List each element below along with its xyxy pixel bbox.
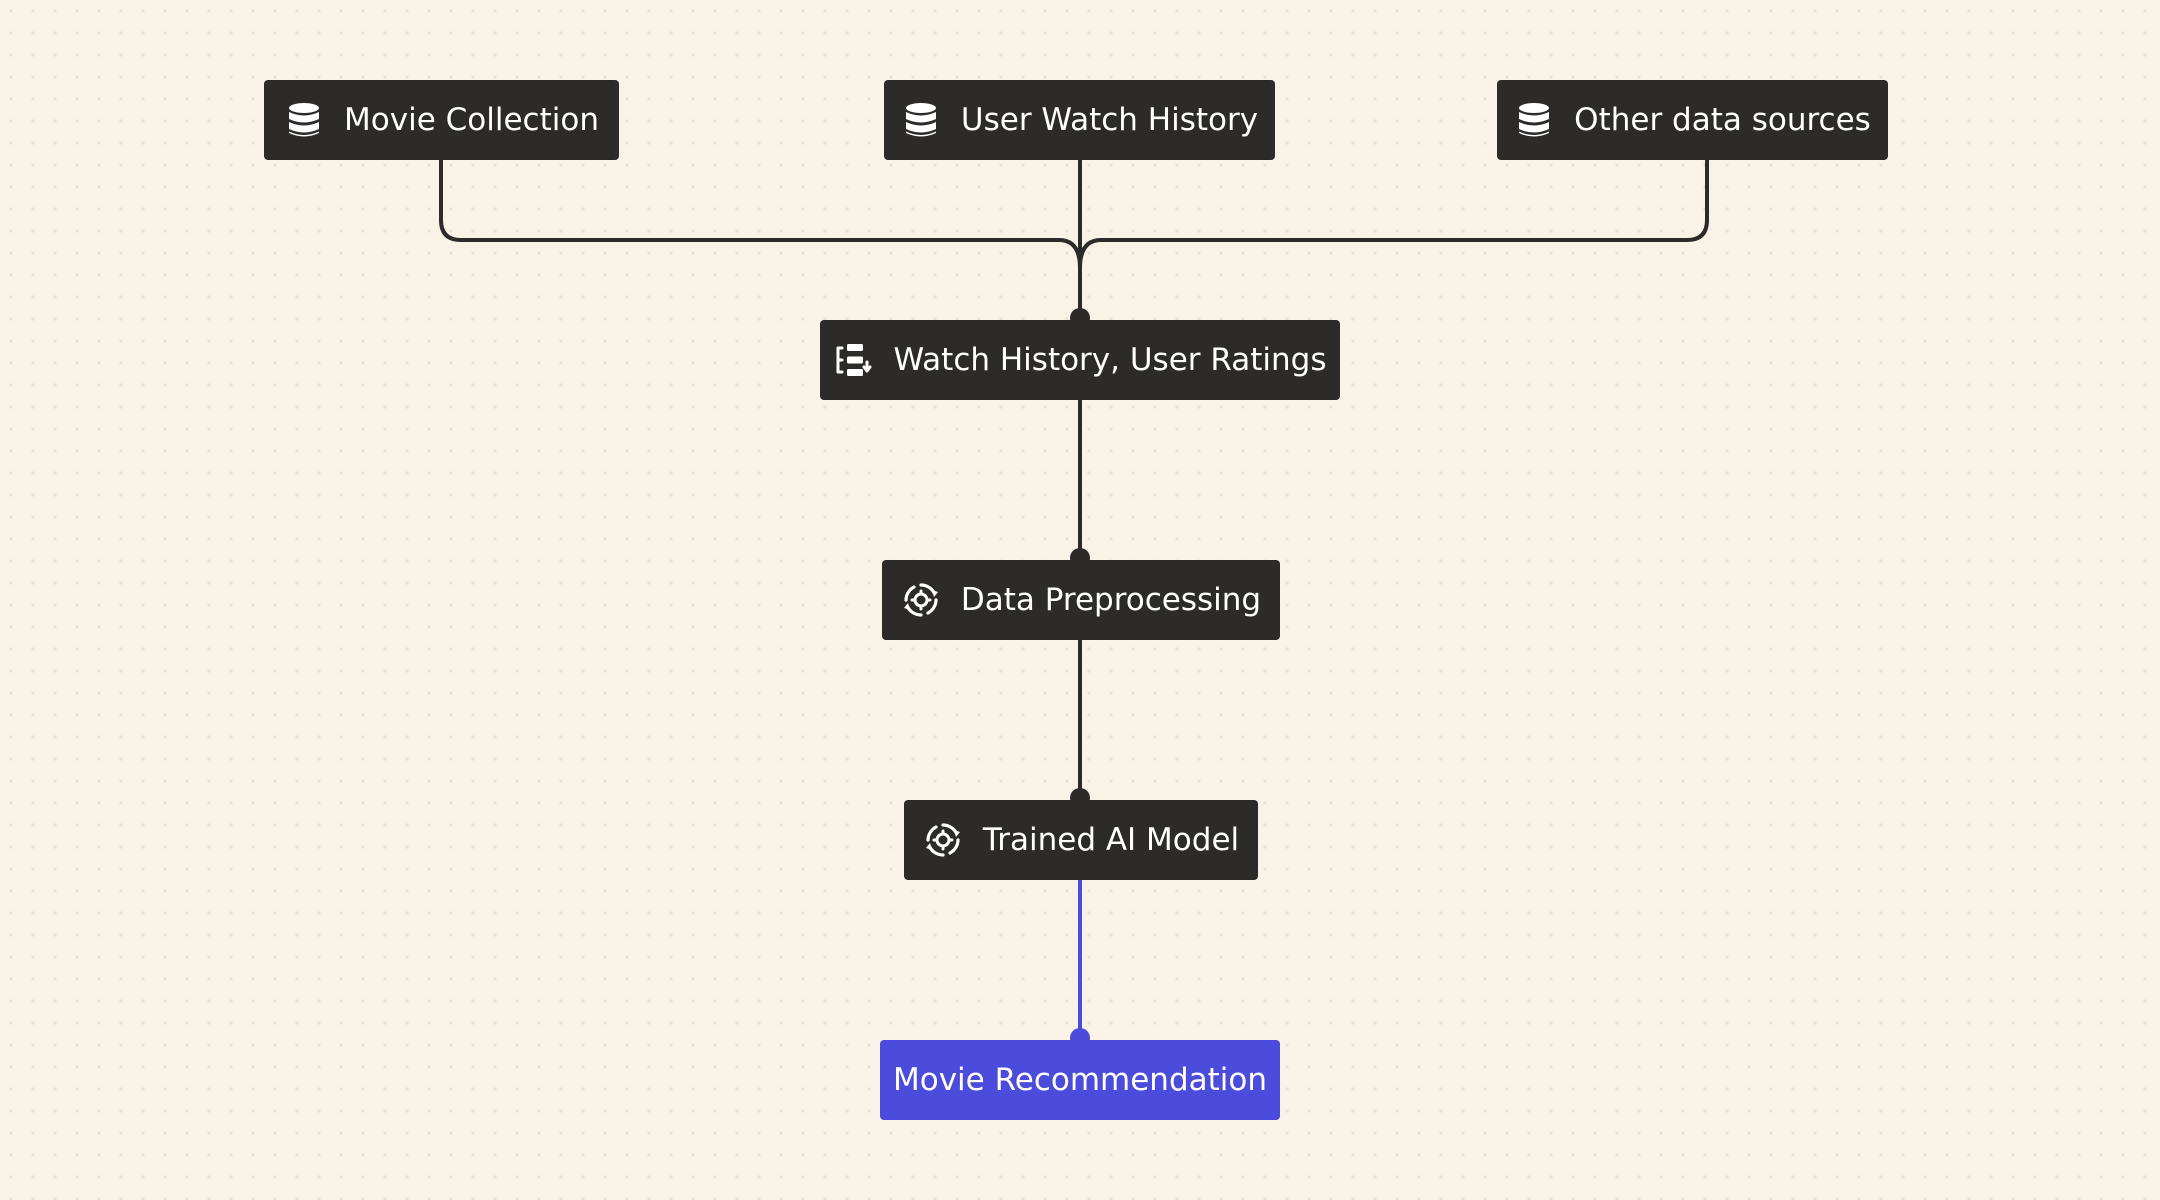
node-label: Data Preprocessing: [960, 582, 1262, 618]
node-label: Trained AI Model: [982, 822, 1240, 858]
database-icon: [1514, 100, 1554, 140]
node-label: Movie Recommendation: [893, 1062, 1267, 1098]
node-movie-collection[interactable]: Movie Collection: [264, 80, 619, 160]
node-label: Other data sources: [1574, 102, 1871, 138]
node-user-watch-history[interactable]: User Watch History: [884, 80, 1275, 160]
node-watch-history-user-ratings[interactable]: Watch History, User Ratings: [820, 320, 1340, 400]
gear-cycle-icon: [923, 820, 963, 860]
gear-cycle-icon: [901, 580, 941, 620]
database-icon: [284, 100, 324, 140]
node-other-data-sources[interactable]: Other data sources: [1497, 80, 1888, 160]
node-movie-recommendation[interactable]: Movie Recommendation: [880, 1040, 1280, 1120]
list-transfer-icon: [834, 340, 874, 380]
edge-other-data-sources-to-watch-history: [1078, 158, 1709, 320]
node-label: Movie Collection: [344, 102, 599, 138]
database-icon: [901, 100, 941, 140]
node-label: User Watch History: [960, 102, 1259, 138]
node-data-preprocessing[interactable]: Data Preprocessing: [882, 560, 1280, 640]
edge-movie-collection-to-watch-history: [439, 158, 1082, 320]
node-label: Watch History, User Ratings: [893, 342, 1327, 378]
node-trained-ai-model[interactable]: Trained AI Model: [904, 800, 1258, 880]
